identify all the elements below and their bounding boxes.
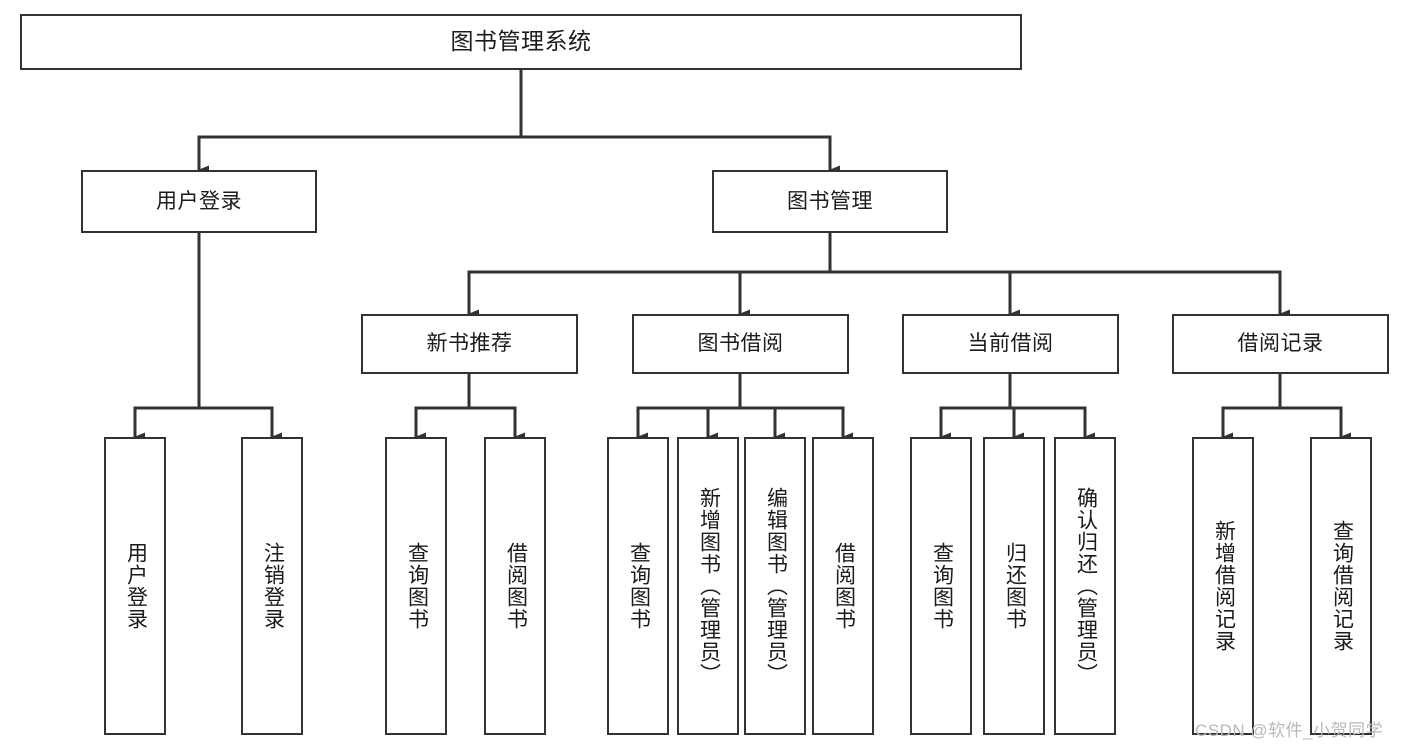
node-leaf-query-record-label: 查询借阅记录 (1330, 520, 1354, 652)
node-leaf-borrow-book-1-label: 借阅图书 (504, 542, 528, 630)
node-leaf-query-book-2-label: 查询图书 (627, 542, 651, 630)
node-leaf-add-book[interactable]: 新增图书（管理员） (677, 437, 739, 735)
node-user-login[interactable]: 用户登录 (81, 170, 317, 233)
node-leaf-add-book-label: 新增图书（管理员） (697, 487, 721, 685)
node-leaf-confirm-return-label: 确认归还（管理员） (1074, 487, 1098, 685)
node-book-manage[interactable]: 图书管理 (712, 170, 948, 233)
node-leaf-user-logout[interactable]: 注销登录 (241, 437, 303, 735)
node-current-borrow-label: 当前借阅 (967, 332, 1054, 356)
node-current-borrow[interactable]: 当前借阅 (902, 314, 1119, 374)
node-root-label: 图书管理系统 (450, 28, 592, 55)
node-leaf-borrow-book-1[interactable]: 借阅图书 (484, 437, 546, 735)
node-user-login-label: 用户登录 (156, 189, 242, 213)
node-leaf-user-login-label: 用户登录 (124, 542, 148, 630)
node-leaf-add-record[interactable]: 新增借阅记录 (1192, 437, 1254, 735)
node-leaf-edit-book-label: 编辑图书（管理员） (764, 487, 788, 685)
node-leaf-user-logout-label: 注销登录 (261, 542, 285, 630)
node-leaf-borrow-book-2[interactable]: 借阅图书 (812, 437, 874, 735)
node-leaf-return-book[interactable]: 归还图书 (983, 437, 1045, 735)
node-leaf-user-login[interactable]: 用户登录 (104, 437, 166, 735)
node-book-manage-label: 图书管理 (787, 189, 873, 213)
node-book-borrow[interactable]: 图书借阅 (632, 314, 849, 374)
node-book-borrow-label: 图书借阅 (697, 332, 784, 356)
node-leaf-query-book-1[interactable]: 查询图书 (385, 437, 447, 735)
node-leaf-query-book-3[interactable]: 查询图书 (910, 437, 972, 735)
node-new-book-rec[interactable]: 新书推荐 (361, 314, 578, 374)
node-leaf-confirm-return[interactable]: 确认归还（管理员） (1054, 437, 1116, 735)
node-leaf-query-book-3-label: 查询图书 (930, 542, 954, 630)
node-leaf-borrow-book-2-label: 借阅图书 (832, 542, 856, 630)
node-new-book-rec-label: 新书推荐 (426, 332, 513, 356)
node-leaf-return-book-label: 归还图书 (1003, 542, 1027, 630)
node-leaf-query-book-2[interactable]: 查询图书 (607, 437, 669, 735)
node-root[interactable]: 图书管理系统 (20, 14, 1022, 70)
node-leaf-query-book-1-label: 查询图书 (405, 542, 429, 630)
node-leaf-query-record[interactable]: 查询借阅记录 (1310, 437, 1372, 735)
node-leaf-add-record-label: 新增借阅记录 (1212, 520, 1236, 652)
node-borrow-record[interactable]: 借阅记录 (1172, 314, 1389, 374)
node-borrow-record-label: 借阅记录 (1237, 332, 1324, 356)
node-leaf-edit-book[interactable]: 编辑图书（管理员） (744, 437, 806, 735)
